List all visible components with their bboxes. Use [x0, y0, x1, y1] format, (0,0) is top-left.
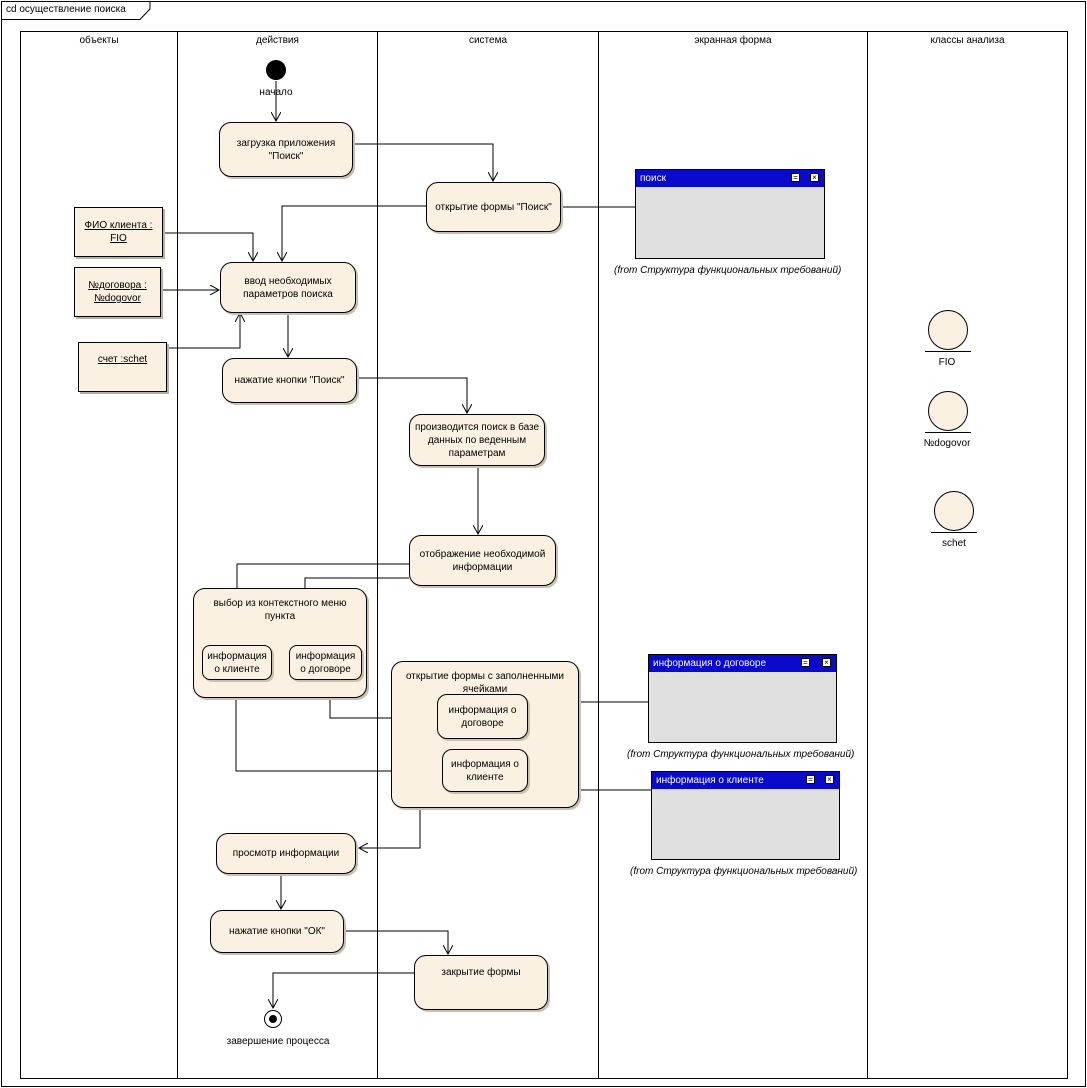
flow-fio-enter: [163, 232, 253, 261]
entity-fio-icon: [928, 310, 968, 350]
object-account: счет :schet: [78, 342, 167, 392]
lane-actions: действия: [256, 35, 299, 46]
entity-fio-label: FIO: [938, 357, 956, 368]
action-context-menu[interactable]: выбор из контекстного меню пункта: [193, 588, 367, 698]
object-contract-line2: №dogovor: [94, 293, 141, 304]
flow-account-enter: [167, 313, 240, 349]
screen-search-note: (from Структура функциональных требовани…: [614, 265, 842, 276]
flow-ok-close: [344, 930, 448, 954]
end-label: завершение процесса: [226, 1036, 330, 1047]
entity-contract-label: №dogovor: [923, 438, 971, 449]
screen-client-titlebar: информация о клиенте = ×: [652, 772, 839, 789]
screen-contract[interactable]: информация о договоре = ×: [648, 654, 837, 743]
lane-system: система: [468, 35, 508, 46]
action-open-search-form[interactable]: открытие формы "Поиск": [426, 182, 561, 232]
flow-ctxclient-form: [235, 680, 441, 771]
screen-client-note: (from Структура функциональных требовани…: [630, 866, 858, 877]
entity-contract-icon: [928, 391, 968, 431]
entity-account-label: schet: [942, 538, 966, 549]
flow-load-open: [353, 143, 493, 181]
lane-screen: экранная форма: [694, 35, 772, 46]
action-press-ok[interactable]: нажатие кнопки "ОК": [210, 910, 344, 953]
flow-form-view: [359, 808, 421, 848]
object-account-label: счет :schet: [97, 354, 148, 365]
object-contract-line1: №договора :: [88, 280, 147, 291]
action-view-info[interactable]: просмотр информации: [216, 833, 356, 874]
screen-client-title: информация о клиенте: [656, 775, 764, 786]
frame-title: cd осуществление поиска: [6, 4, 126, 15]
entity-fio-baseline: [925, 351, 971, 352]
close-icon[interactable]: ×: [810, 173, 819, 182]
minimize-icon[interactable]: =: [791, 173, 800, 182]
action-enter-params[interactable]: ввод необходимых параметров поиска: [220, 262, 356, 313]
entity-account-icon: [934, 491, 974, 531]
end-node: [264, 1010, 282, 1028]
close-icon[interactable]: ×: [822, 658, 831, 667]
action-press-search[interactable]: нажатие кнопки "Поиск": [222, 358, 357, 403]
lane-objects: объекты: [79, 35, 119, 46]
screen-client[interactable]: информация о клиенте = ×: [651, 771, 840, 860]
screen-search-title: поиск: [640, 173, 666, 184]
screen-contract-note: (from Структура функциональных требовани…: [627, 749, 855, 760]
minimize-icon[interactable]: =: [806, 775, 815, 784]
flow-open-enter: [282, 205, 426, 261]
action-ctx-client[interactable]: информация о клиенте: [202, 645, 272, 680]
close-icon[interactable]: ×: [825, 775, 834, 784]
lane-classes: классы анализа: [930, 35, 1005, 46]
object-fio-line2: FIO: [110, 233, 127, 244]
action-form-client[interactable]: информация о клиенте: [442, 749, 528, 792]
start-label: начало: [259, 87, 293, 98]
object-contract: №договора : №dogovor: [74, 267, 161, 317]
minimize-icon[interactable]: =: [801, 658, 810, 667]
screen-search-titlebar: поиск = ×: [636, 170, 824, 187]
action-load-app[interactable]: загрузка приложения "Поиск": [219, 122, 353, 177]
frame-tab-outline: [1, 1, 151, 20]
action-close-form[interactable]: закрытие формы: [414, 955, 548, 1010]
screen-contract-titlebar: информация о договоре = ×: [649, 655, 836, 672]
screen-search[interactable]: поиск = ×: [635, 169, 825, 259]
object-fio: ФИО клиента : FIO: [74, 207, 163, 257]
action-form-contract[interactable]: информация о договоре: [437, 694, 528, 739]
start-node: [266, 60, 286, 80]
lanes-border: [20, 31, 1068, 1079]
action-db-search[interactable]: производится поиск в базе данных по веде…: [409, 414, 545, 466]
action-ctx-contract[interactable]: информация о договоре: [289, 645, 362, 680]
entity-account-baseline: [931, 532, 977, 533]
flow-close-end: [273, 972, 414, 1008]
object-fio-line1: ФИО клиента :: [84, 220, 153, 231]
flow-press-db: [357, 377, 467, 413]
action-display-info[interactable]: отображение необходимой информации: [409, 535, 556, 586]
entity-contract-baseline: [925, 432, 971, 433]
screen-contract-title: информация о договоре: [653, 658, 767, 669]
